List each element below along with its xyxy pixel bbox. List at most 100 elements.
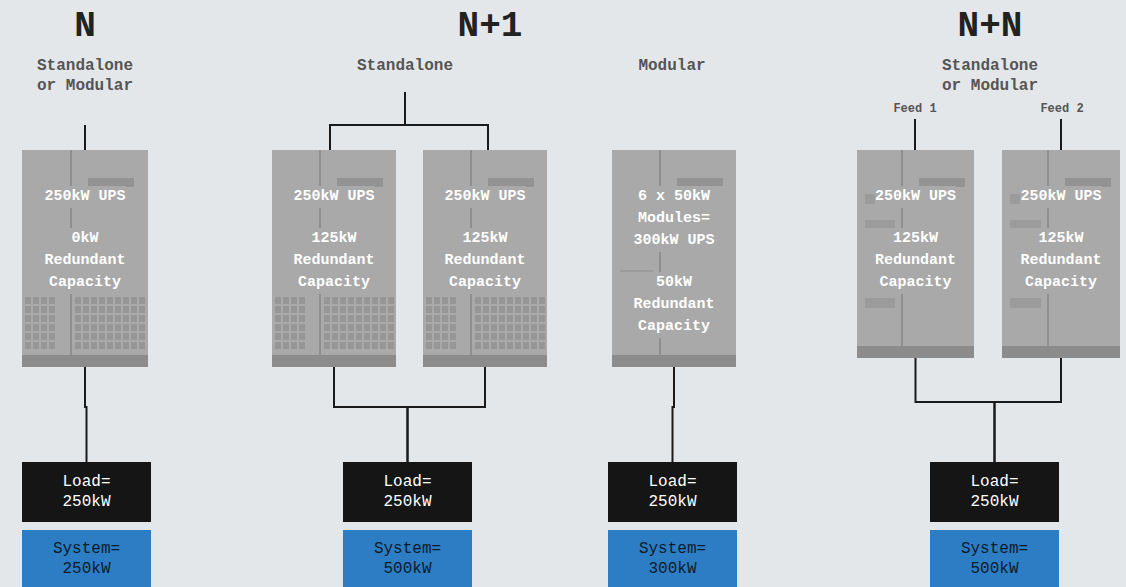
cabinet-detail [299,333,305,340]
ups-cabinet: 250kW UPS125kW Redundant Capacity [423,150,547,367]
redundant-capacity: 125kW Redundant Capacity [431,228,539,294]
cabinet-detail [22,355,148,367]
cabinet-detail [523,324,529,331]
cabinet-detail [139,333,145,340]
load-box: Load= 250kW [930,462,1059,522]
cabinet-detail [483,333,489,340]
cabinet-detail [291,315,297,322]
cabinet-detail [450,333,456,340]
cabinet-detail [857,346,974,358]
cabinet-detail [131,324,137,331]
cabinet-detail [75,324,81,331]
cabinet-detail [123,315,129,322]
cabinet-detail [531,315,537,322]
cabinet-detail [475,306,481,313]
cabinet-detail [275,297,281,304]
redundant-capacity: 50kW Redundant Capacity [620,272,728,338]
cabinet-detail [491,333,497,340]
ups-type-label: Standalone or Modular [25,56,145,96]
redundancy-heading: N [5,6,165,48]
cabinet-detail [450,342,456,349]
cabinet-detail [33,315,39,322]
cabinet-detail [324,297,330,304]
cabinet-detail [539,306,545,313]
cabinet-detail [33,306,39,313]
cabinet-detail [299,306,305,313]
cabinet-detail [25,315,31,322]
cabinet-detail [515,297,521,304]
redundant-capacity: 125kW Redundant Capacity [280,228,388,294]
cabinet-detail [426,306,432,313]
cabinet-detail [283,342,289,349]
redundancy-heading: N+N [910,6,1070,48]
system-box: System= 300kW [608,530,737,587]
redundant-capacity: 0kW Redundant Capacity [31,228,139,294]
cabinet-detail [356,342,362,349]
cabinet-detail [131,306,137,313]
cabinet-detail [139,324,145,331]
cabinet-detail [499,306,505,313]
cabinet-detail [388,306,394,313]
cabinet-detail [531,306,537,313]
cabinet-detail [83,306,89,313]
cabinet-detail [434,306,440,313]
cabinet-detail [25,342,31,349]
cabinet-detail [1010,298,1041,308]
cabinet-detail [131,297,137,304]
cabinet-detail [372,342,378,349]
cabinet-detail [507,315,513,322]
system-value: System= 250kW [49,539,125,579]
cabinet-detail [356,297,362,304]
cabinet-detail [372,297,378,304]
system-value: System= 500kW [957,539,1033,579]
cabinet-detail [442,297,448,304]
cabinet-detail [499,315,505,322]
cabinet-detail [272,355,396,367]
feed-wire [330,92,488,150]
cabinet-detail [523,333,529,340]
cabinet-detail [291,297,297,304]
cabinet-detail [364,306,370,313]
cabinet-detail [332,333,338,340]
cabinet-detail [332,315,338,322]
cabinet-detail [450,324,456,331]
cabinet-detail [450,315,456,322]
cabinet-detail [33,324,39,331]
cabinet-detail [348,333,354,340]
cabinet-detail [115,315,121,322]
cabinet-detail [83,297,89,304]
cabinet-detail [491,297,497,304]
cabinet-detail [131,315,137,322]
cabinet-detail [131,342,137,349]
cabinet-detail [107,297,113,304]
cabinet-detail [523,297,529,304]
cabinet-detail [91,342,97,349]
cabinet-detail [515,315,521,322]
cabinet-detail [123,333,129,340]
cabinet-detail [49,324,55,331]
cabinet-detail [107,306,113,313]
power-connector [408,367,486,462]
cabinet-detail [49,297,55,304]
cabinet-detail [507,306,513,313]
cabinet-detail [491,315,497,322]
cabinet-detail [515,333,521,340]
cabinet-detail [380,333,386,340]
cabinet-detail [340,297,346,304]
cabinet-detail [442,333,448,340]
cabinet-detail [531,297,537,304]
load-value: Load= 250kW [957,472,1033,512]
feed-label: Feed 2 [1022,102,1102,116]
cabinet-detail [356,333,362,340]
system-value: System= 500kW [370,539,446,579]
cabinet-detail [426,342,432,349]
cabinet-detail [115,324,121,331]
cabinet-detail [25,306,31,313]
cabinet-detail [475,333,481,340]
cabinet-detail [372,306,378,313]
cabinet-detail [539,342,545,349]
system-box: System= 500kW [930,530,1059,587]
cabinet-detail [539,297,545,304]
cabinet-detail [283,333,289,340]
